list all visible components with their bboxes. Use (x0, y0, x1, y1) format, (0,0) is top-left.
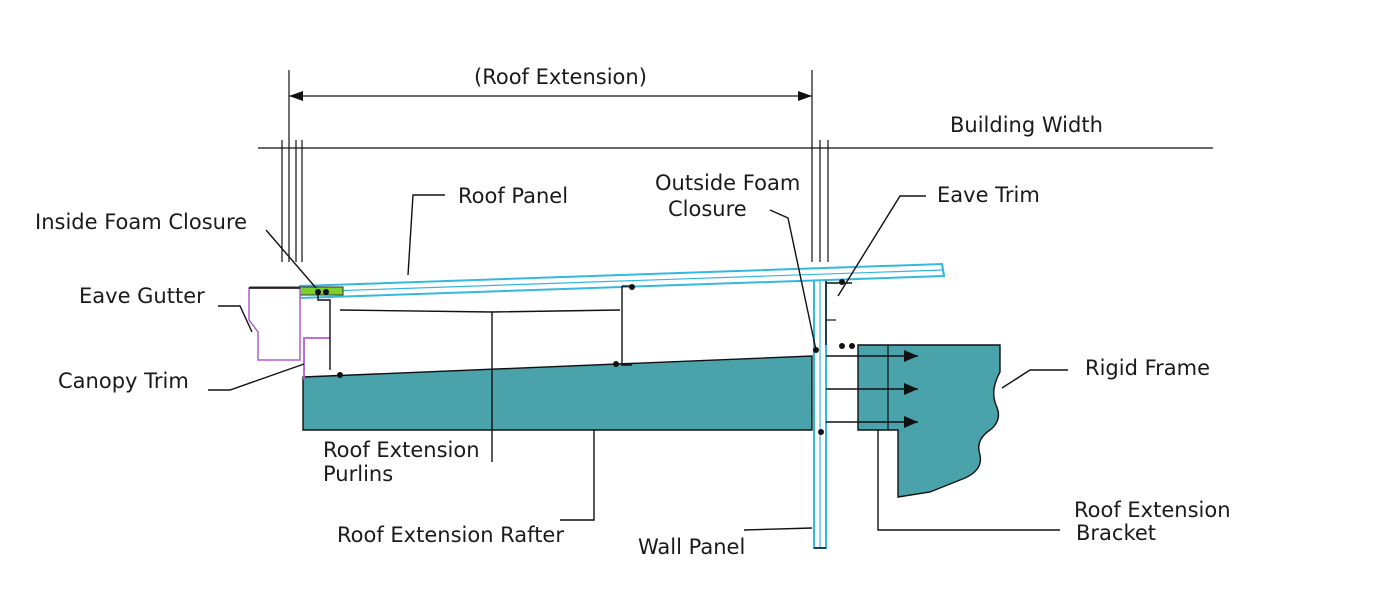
rigid-frame-label: Rigid Frame (1085, 356, 1210, 380)
eave-trim-label: Eave Trim (937, 183, 1040, 207)
building-width-label: Building Width (950, 113, 1103, 137)
roof-extension-purlins-label-line2: Purlins (323, 462, 393, 486)
outside-foam-closure-label-line2: Closure (668, 197, 747, 221)
outside-foam-closure-label-line1: Outside Foam (655, 171, 800, 195)
inside-foam-closure-label: Inside Foam Closure (35, 210, 247, 234)
roof-extension-dimension-label: (Roof Extension) (474, 65, 647, 89)
dimension-lines (258, 70, 1213, 262)
roof-extension-purlins-label-line1: Roof Extension (323, 438, 480, 462)
wall-panel (813, 277, 827, 549)
roof-extension-bracket-label-line2: Bracket (1076, 521, 1156, 545)
roof-extension-rafter-label: Roof Extension Rafter (337, 523, 564, 547)
roof-panel-label: Roof Panel (458, 184, 568, 208)
eave-trim (825, 280, 852, 345)
roof-extension-purlins (317, 285, 632, 370)
roof-extension-rafter (302, 355, 813, 431)
bracket-bolts (826, 345, 918, 430)
canopy-trim (303, 337, 330, 380)
leader-lines (208, 194, 1068, 531)
wall-panel-label: Wall Panel (638, 535, 745, 559)
roof-extension-bracket-label-line1: Roof Extension (1074, 498, 1231, 522)
eave-gutter-label: Eave Gutter (79, 284, 205, 308)
rigid-frame (857, 344, 1001, 498)
eave-gutter (248, 287, 301, 361)
canopy-trim-label: Canopy Trim (58, 369, 189, 393)
fasteners (315, 279, 855, 435)
